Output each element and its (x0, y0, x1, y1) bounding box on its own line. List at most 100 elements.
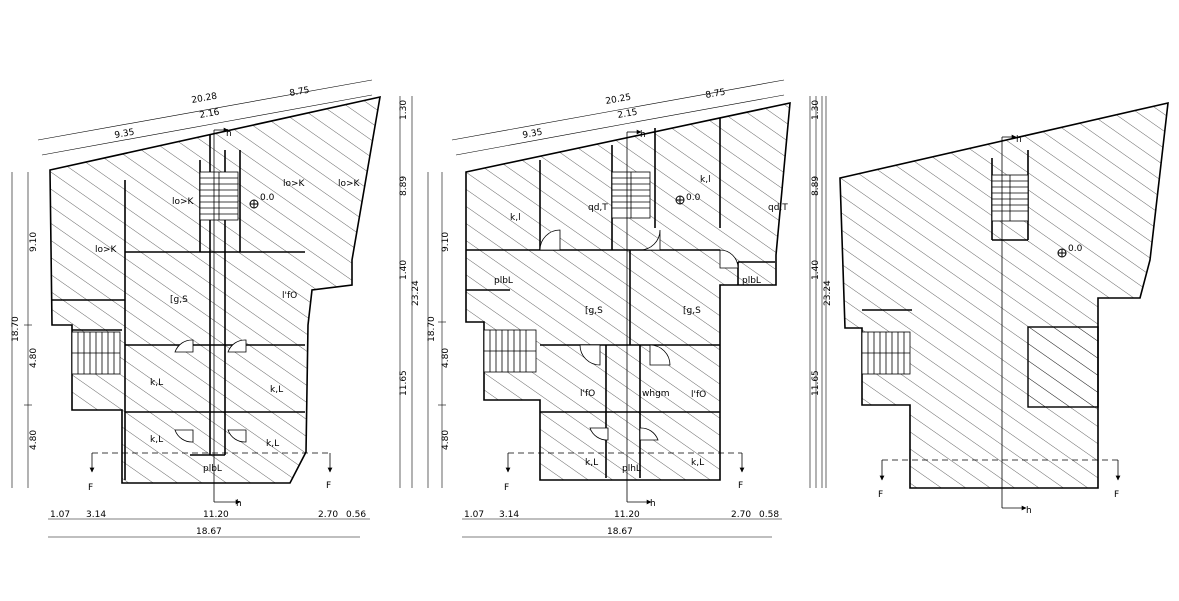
dim-label: 9.35 (522, 128, 543, 141)
plan-middle-dim-lines-bottom (462, 518, 782, 538)
plan-middle-outline (465, 101, 791, 481)
level-marker-right: 0.0 (1057, 244, 1083, 258)
room-label: lo>K (338, 179, 361, 189)
dim-label: 1.07 (50, 510, 70, 520)
room-label: k,L (691, 458, 704, 468)
dim-label: 11.20 (203, 510, 229, 520)
section-mark: h (226, 129, 232, 139)
plan-middle-doors (539, 229, 739, 441)
room-label: [g,S (683, 306, 701, 316)
room-label: l'fO (580, 389, 595, 399)
room-label: l'fO (691, 390, 706, 400)
dim-label: 2.15 (617, 108, 638, 121)
plan-middle-walls (466, 118, 775, 478)
dim-total-label: 18.67 (196, 527, 222, 537)
plan-right-dim-lines-right (815, 96, 827, 488)
room-label: plbL (203, 464, 222, 474)
plan-middle-stairs-upper (611, 171, 651, 219)
dim-label: 3.14 (499, 510, 519, 520)
level-label: 0.0 (686, 193, 701, 203)
section-mark: h (1016, 135, 1022, 145)
room-label: k,L (150, 435, 163, 445)
plan-right-section-marks: h h F F (878, 135, 1119, 516)
plan-middle-dim-lines-left (427, 172, 446, 488)
dim-label: 1.07 (464, 510, 484, 520)
room-label: lo>K (172, 197, 195, 207)
section-mark: h (236, 499, 242, 509)
room-label: k,L (266, 439, 279, 449)
plan-left-stairs-upper (199, 171, 239, 221)
room-label: whgm (642, 389, 670, 399)
plan-left-outline (49, 95, 381, 484)
room-label: qd,T (588, 203, 608, 213)
section-mark: h (1026, 506, 1032, 516)
level-marker-left: 0.0 (249, 193, 275, 209)
dim-label: 1.30 (399, 100, 409, 120)
room-label: lo>K (95, 245, 118, 255)
plan-left-dim-lines-bottom (48, 518, 370, 538)
dim-label: 23.24 (411, 280, 421, 306)
section-mark: F (738, 481, 743, 491)
room-label: k,L (270, 385, 283, 395)
dim-label: 18.70 (11, 316, 21, 342)
plan-left: 0.0 lo>K lo>K lo>K lo>K [g,S l'fO k,L k,… (11, 79, 421, 538)
plan-middle: 0.0 k,l qd,T k,l qd,T plbL plbL [g,S [g,… (427, 79, 833, 538)
dim-label: 9.10 (29, 232, 39, 252)
dim-label: 1.40 (399, 260, 409, 280)
dim-total-label: 18.67 (607, 527, 633, 537)
plan-middle-dim-lines-right (809, 96, 823, 488)
section-mark: h (640, 130, 646, 140)
plan-right-section-lines (879, 134, 1121, 511)
plan-middle-stairs-lower (483, 329, 537, 373)
level-label: 0.0 (260, 193, 275, 203)
dim-label: 11.20 (614, 510, 640, 520)
room-label: [g,S (585, 306, 603, 316)
plan-left-section-lines (89, 127, 333, 505)
room-label: qd,T (768, 203, 788, 213)
section-mark: F (326, 481, 331, 491)
plan-left-room-labels: lo>K lo>K lo>K lo>K [g,S l'fO k,L k,L k,… (95, 179, 361, 474)
room-label: l'fO (282, 291, 297, 301)
section-mark: F (504, 483, 509, 493)
plan-left-stairs-lower (71, 331, 121, 375)
level-marker-middle: 0.0 (675, 193, 701, 205)
dim-label: 8.75 (705, 88, 726, 101)
plan-right-outline (839, 101, 1169, 489)
plan-left-dim-lines-top (37, 79, 373, 156)
plan-left-dim-lines-right (399, 96, 413, 488)
dim-label: 2.16 (199, 108, 221, 121)
plan-middle-section-marks: h h F F (504, 130, 743, 509)
plan-right-void (1027, 326, 1099, 408)
plan-right-stairs-upper (991, 174, 1029, 222)
section-mark: h (650, 499, 656, 509)
room-label: k,L (585, 458, 598, 468)
dim-label: 0.58 (759, 510, 779, 520)
dim-label: 9.10 (441, 232, 451, 252)
dim-label: 4.80 (29, 348, 39, 368)
room-label: plhL (622, 464, 641, 474)
section-mark: F (878, 490, 883, 500)
dim-label: 4.80 (441, 430, 451, 450)
dim-label: 3.14 (86, 510, 106, 520)
level-label: 0.0 (1068, 244, 1083, 254)
plan-left-section-marks: h h F F (88, 129, 331, 509)
plan-middle-section-lines (505, 129, 745, 505)
room-label: [g,S (170, 295, 188, 305)
dim-label: 4.80 (29, 430, 39, 450)
dim-label: 4.80 (441, 348, 451, 368)
dim-label: 9.35 (114, 128, 135, 141)
plan-left-doors (174, 339, 247, 443)
dim-label: 18.70 (427, 316, 437, 342)
room-label: k,l (700, 175, 711, 185)
room-label: lo>K (283, 179, 306, 189)
dim-label: 8.89 (399, 176, 409, 196)
dim-label: 20.28 (191, 92, 218, 106)
plan-middle-room-labels: k,l qd,T k,l qd,T plbL plbL [g,S [g,S l'… (494, 175, 788, 474)
dim-label: 20.25 (605, 93, 632, 107)
dim-label: 11.65 (399, 370, 409, 396)
room-label: plbL (742, 276, 761, 286)
dim-label: 8.75 (289, 86, 310, 99)
plan-right-stairs-lower (861, 331, 911, 375)
dim-label: 2.70 (318, 510, 338, 520)
room-label: k,L (150, 378, 163, 388)
